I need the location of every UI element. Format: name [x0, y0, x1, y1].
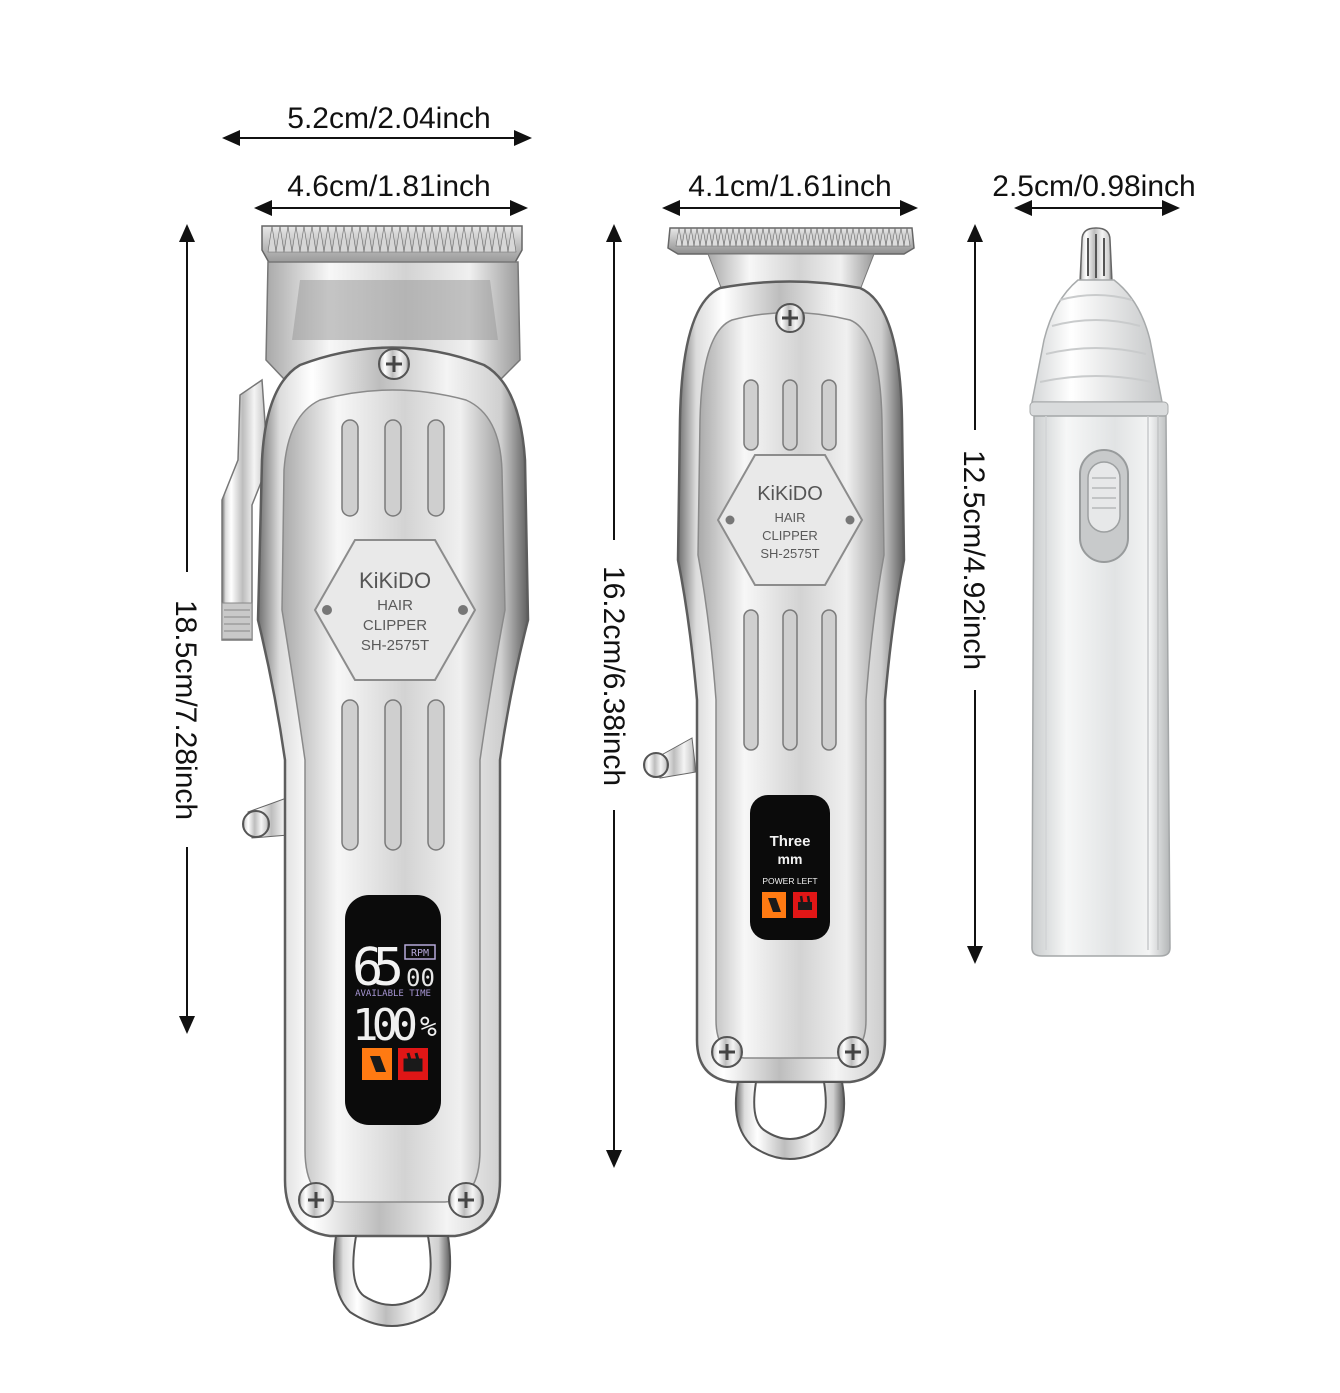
trimmer-width-label: 4.1cm/1.61inch — [688, 170, 891, 203]
hair-clipper: KiKiDO HAIR CLIPPER SH-2575T 65 RPM 00 A… — [221, 225, 530, 1327]
trimmer-brand: KiKiDO — [757, 483, 823, 505]
nose-trimmer-height-label: 12.5cm/4.92inch — [957, 450, 990, 670]
trimmer-lcd-display: Three mm POWER LEFT — [750, 795, 830, 940]
clipper-outer-width-label: 5.2cm/2.04inch — [287, 102, 490, 135]
nose-trimmer-body — [1031, 415, 1171, 957]
trimmer-hanging-loop — [734, 1081, 846, 1160]
trimmer-power-left-label: POWER LEFT — [762, 876, 817, 886]
trimmer-lcd-line1: Three — [770, 833, 811, 850]
t-blade-trimmer: KiKiDO HAIR CLIPPER SH-2575T Three mm PO… — [643, 227, 915, 1160]
clipper-brand: KiKiDO — [359, 568, 431, 593]
clipper-height-label: 18.5cm/7.28inch — [169, 600, 202, 820]
clipper-rpm-value: 65 — [352, 938, 404, 998]
dimension-annotations: 5.2cm/2.04inch 4.6cm/1.81inch 18.5cm/7.2… — [169, 102, 1196, 1168]
trimmer-height-label: 16.2cm/6.38inch — [597, 566, 630, 786]
trimmer-logo-badge: KiKiDO HAIR CLIPPER SH-2575T — [716, 454, 864, 586]
nose-trimmer — [1029, 227, 1171, 957]
trimmer-product-line1: HAIR — [774, 510, 805, 525]
trimmer-product-line2: CLIPPER — [762, 528, 818, 543]
trimmer-vent-slots — [743, 379, 837, 751]
trimmer-model: SH-2575T — [760, 546, 819, 561]
clipper-available-time-label: AVAILABLE TIME — [355, 989, 431, 999]
nose-trimmer-collar — [1029, 401, 1169, 417]
clipper-lcd-display: 65 RPM 00 AVAILABLE TIME 100 % — [345, 895, 441, 1125]
clipper-model: SH-2575T — [361, 637, 429, 654]
clipper-product-line2: CLIPPER — [363, 617, 427, 634]
clipper-hanging-loop — [332, 1235, 452, 1327]
nose-trimmer-width-label: 2.5cm/0.98inch — [992, 170, 1195, 203]
clipper-rpm-suffix: 00 — [406, 964, 435, 992]
clipper-blade-teeth — [267, 225, 517, 253]
clipper-vent-slots — [341, 419, 445, 851]
clipper-battery-unit: % — [420, 1010, 437, 1043]
clipper-battery-value: 100 — [352, 1000, 418, 1051]
clipper-product-line1: HAIR — [377, 597, 413, 614]
trimmer-blade-teeth — [675, 227, 911, 247]
clipper-rpm-unit: RPM — [411, 948, 429, 959]
trimmer-lcd-line2: mm — [778, 851, 803, 867]
clipper-logo-badge: KiKiDO HAIR CLIPPER SH-2575T — [313, 539, 477, 681]
nose-trimmer-cap — [1031, 279, 1163, 403]
clipper-blade-width-label: 4.6cm/1.81inch — [287, 170, 490, 203]
